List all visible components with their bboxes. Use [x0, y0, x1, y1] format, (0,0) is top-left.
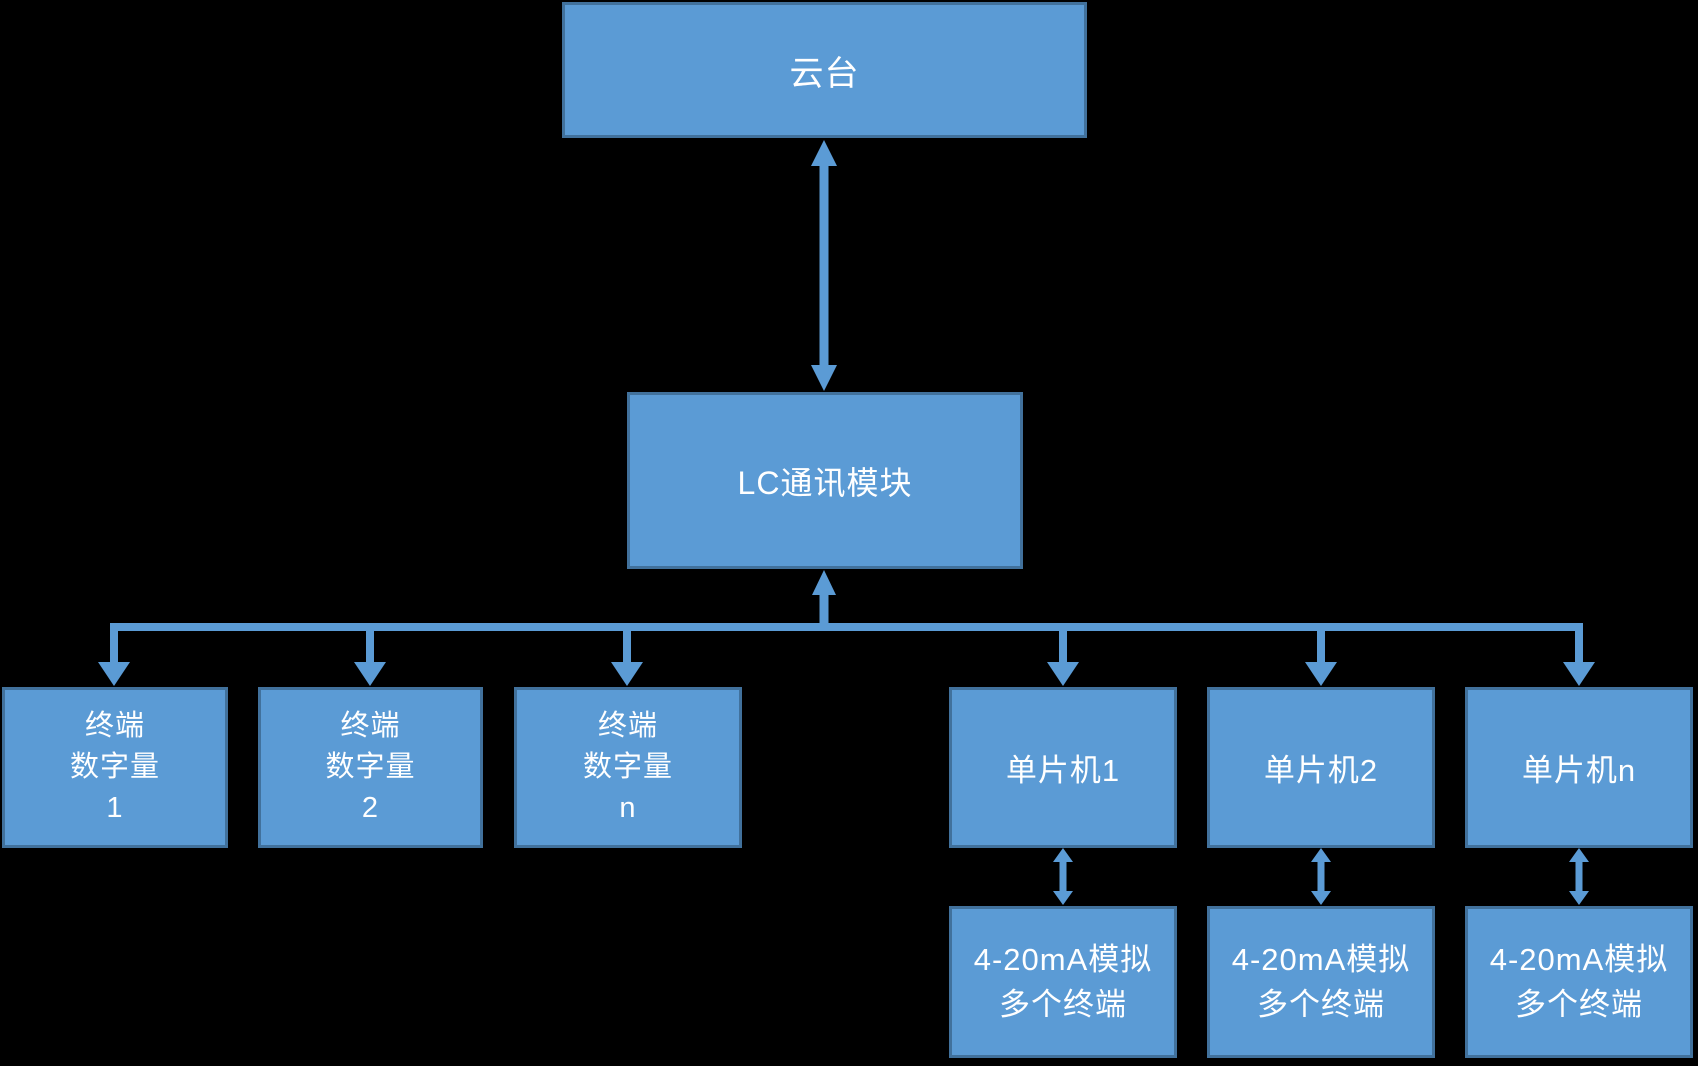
- node-terminal-digital-2-line2: 数字量: [325, 751, 416, 783]
- node-mcu-1: 单片机1: [949, 687, 1177, 848]
- node-mcu-2: 单片机2: [1207, 687, 1435, 848]
- mcu-analog-double-arrows: [1053, 848, 1589, 905]
- node-analog-terminal-1-line2: 多个终端: [999, 987, 1127, 1022]
- node-cloud-platform: 云台: [562, 2, 1087, 138]
- node-analog-terminal-n-line2: 多个终端: [1515, 987, 1643, 1022]
- node-analog-terminal-2-line1: 4-20mA模拟: [1231, 942, 1411, 977]
- node-terminal-digital-n-line3: n: [619, 792, 637, 824]
- node-terminal-digital-1-line3: 1: [106, 792, 124, 824]
- node-lc-module-label: LC通讯模块: [737, 464, 913, 501]
- node-analog-terminal-1-line1: 4-20mA模拟: [973, 942, 1153, 977]
- node-analog-terminal-n-line1: 4-20mA模拟: [1489, 942, 1669, 977]
- node-analog-terminal-1: 4-20mA模拟 多个终端: [949, 906, 1177, 1058]
- branch-drop-arrows: [98, 627, 1595, 686]
- node-terminal-digital-1-line2: 数字量: [69, 751, 160, 783]
- node-analog-terminal-n: 4-20mA模拟 多个终端: [1465, 906, 1693, 1058]
- node-terminal-digital-1: 终端 数字量 1: [2, 687, 228, 848]
- node-cloud-platform-label: 云台: [789, 54, 860, 93]
- node-terminal-digital-2-line1: 终端: [340, 710, 401, 742]
- node-terminal-digital-2: 终端 数字量 2: [258, 687, 483, 848]
- node-analog-terminal-2-line2: 多个终端: [1257, 987, 1385, 1022]
- node-terminal-digital-n-line2: 数字量: [582, 751, 673, 783]
- node-terminal-digital-n: 终端 数字量 n: [514, 687, 742, 848]
- node-mcu-n: 单片机n: [1465, 687, 1693, 848]
- node-mcu-1-label: 单片机1: [1005, 753, 1121, 788]
- node-mcu-2-label: 单片机2: [1263, 753, 1379, 788]
- node-mcu-n-label: 单片机n: [1521, 753, 1637, 788]
- node-terminal-digital-2-line3: 2: [361, 792, 380, 824]
- cloud-lc-double-arrow: [811, 140, 837, 391]
- node-terminal-digital-1-line1: 终端: [84, 710, 145, 742]
- node-lc-module: LC通讯模块: [627, 392, 1023, 569]
- node-terminal-digital-n-line1: 终端: [597, 710, 658, 742]
- node-analog-terminal-2: 4-20mA模拟 多个终端: [1207, 906, 1435, 1058]
- branch-to-lc-arrow: [812, 570, 836, 631]
